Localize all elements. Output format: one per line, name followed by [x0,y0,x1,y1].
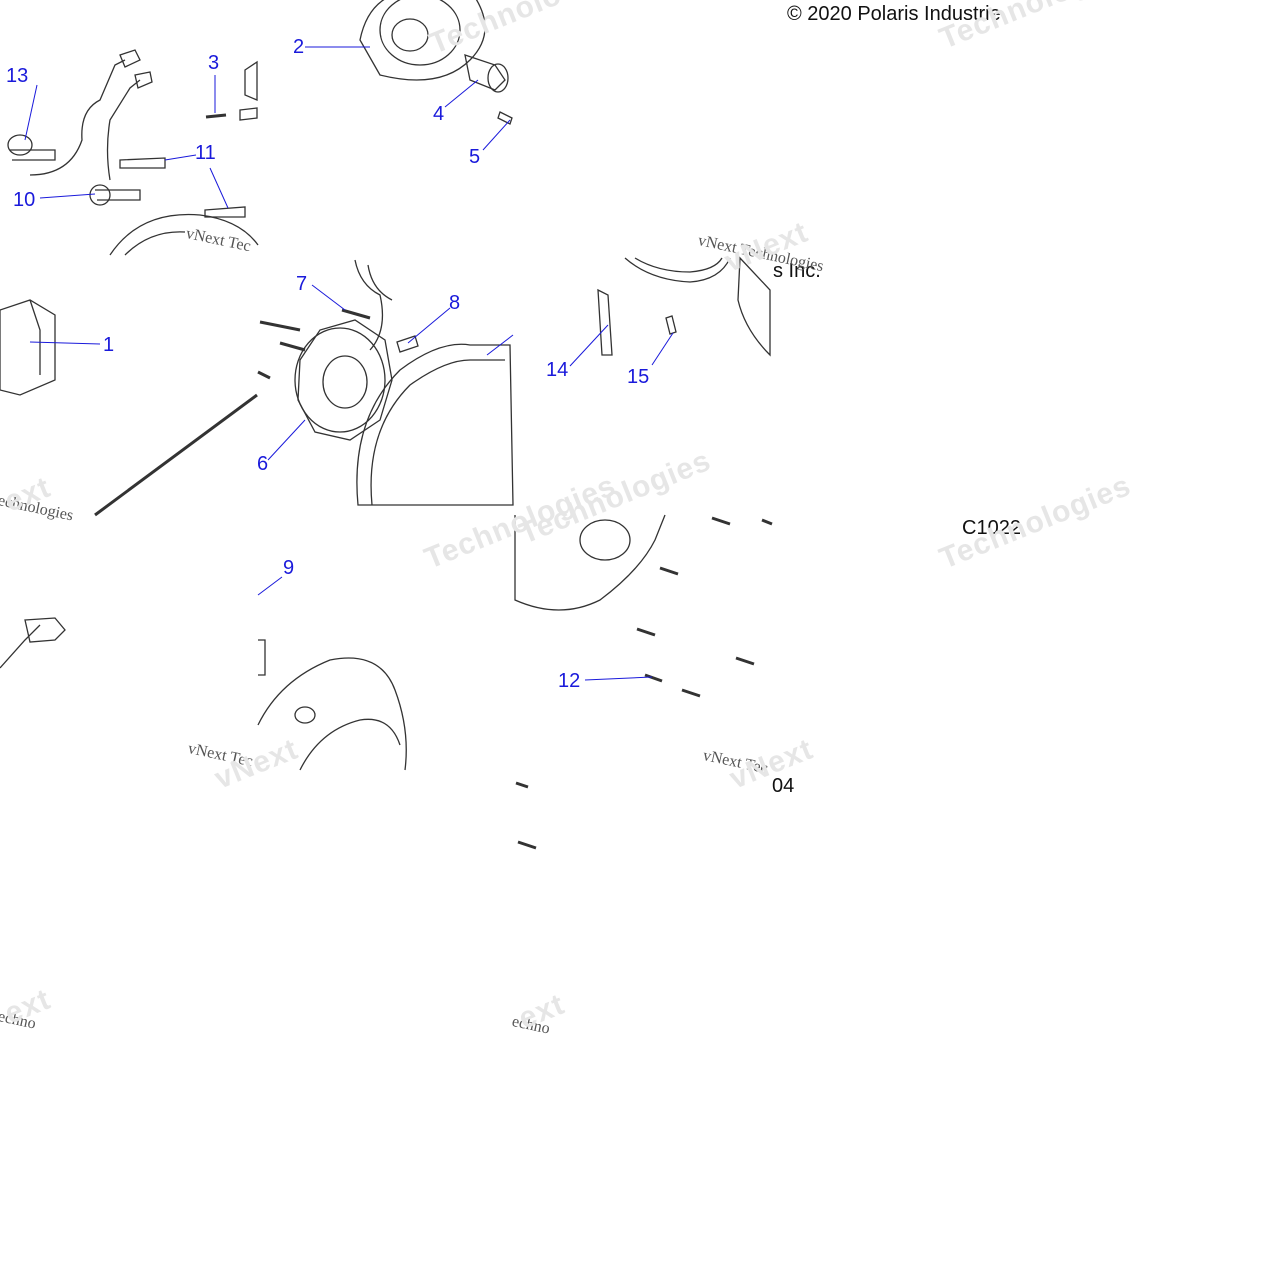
callout-5: 5 [469,146,481,168]
copyright-fragment: s Inc. [773,260,821,282]
callout-3: 3 [208,52,220,74]
callout-11: 11 [195,142,216,164]
callout-15: 15 [627,366,650,388]
copyright-text: © 2020 Polaris Industrie [787,3,1001,25]
callout-6: 6 [257,453,269,475]
callout-14: 14 [546,359,569,381]
callout-1: 1 [103,334,115,356]
callout-10: 10 [13,189,36,211]
callout-4: 4 [433,103,445,125]
callout-8: 8 [449,292,461,314]
diagram-code-fragment: 04 [772,775,795,797]
diagram-code: C1022 [962,517,1021,539]
callout-13: 13 [6,65,29,87]
callout-9: 9 [283,557,295,579]
callout-7: 7 [296,273,308,295]
callout-12: 12 [558,670,581,692]
callout-2: 2 [293,36,305,58]
